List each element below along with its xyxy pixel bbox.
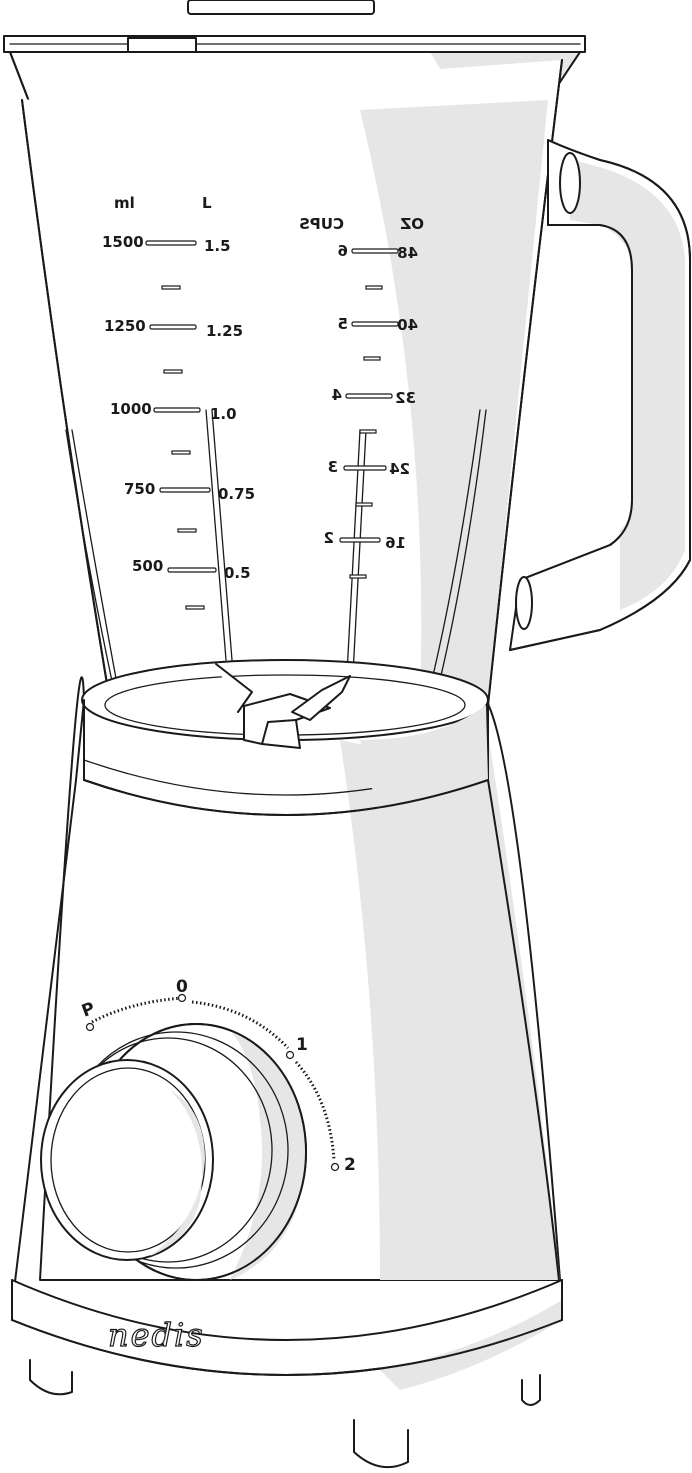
oz-mark-32: 32 xyxy=(395,389,416,407)
l-mark-1.25: 1.25 xyxy=(206,322,243,340)
l-unit-label: L xyxy=(202,194,212,212)
ml-mark-750: 750 xyxy=(124,480,155,498)
dial-off-label: 0 xyxy=(176,977,188,997)
oz-mark-16: 16 xyxy=(385,534,406,552)
ml-unit-label: ml xyxy=(114,194,135,212)
base-feet xyxy=(11,1279,563,1469)
l-mark-1.5: 1.5 xyxy=(204,237,231,255)
speed-knob[interactable] xyxy=(40,1023,307,1281)
oz-mark-48: 48 xyxy=(397,244,418,262)
ml-mark-1500: 1500 xyxy=(102,233,144,251)
l-mark-1.0: 1.0 xyxy=(210,405,237,423)
brand-logo: nedis xyxy=(108,1316,205,1354)
cups-mark-6: 6 xyxy=(338,242,348,260)
handle xyxy=(509,139,691,651)
l-mark-0.75: 0.75 xyxy=(218,485,255,503)
oz-mark-40: 40 xyxy=(397,316,418,334)
cups-mark-3: 3 xyxy=(328,458,338,476)
oz-mark-24: 24 xyxy=(389,460,410,478)
oz-unit-label: OZ xyxy=(400,215,424,233)
dial-speed2-label: 2 xyxy=(344,1155,356,1175)
blade-assembly xyxy=(215,663,351,749)
dial-speed1-label: 1 xyxy=(296,1035,308,1055)
l-mark-0.5: 0.5 xyxy=(224,564,251,582)
jar xyxy=(21,59,563,731)
ml-mark-1250: 1250 xyxy=(104,317,146,335)
cups-mark-4: 4 xyxy=(332,386,342,404)
cups-unit-label: CUPS xyxy=(299,215,344,233)
cups-mark-5: 5 xyxy=(338,315,348,333)
dial-arc xyxy=(85,993,340,1172)
cups-mark-2: 2 xyxy=(324,529,334,547)
ml-mark-500: 500 xyxy=(132,557,163,575)
ml-mark-1000: 1000 xyxy=(110,400,152,418)
